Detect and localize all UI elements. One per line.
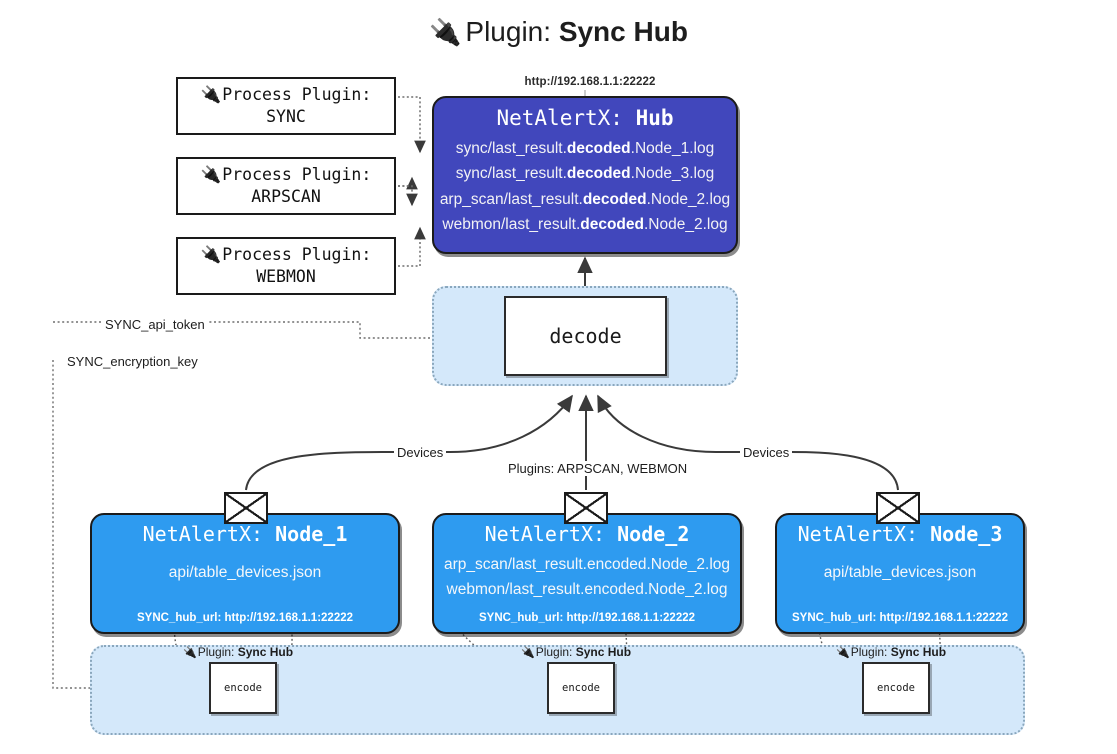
plug-icon: 🔌 [200,164,222,184]
plugins-label-center: Plugins: ARPSCAN, WEBMON [505,461,691,476]
plug-icon: 🔌 [521,647,535,659]
netalertx-node-1[interactable]: NetAlertX: Node_1 api/table_devices.json… [90,513,400,634]
encode-box-2[interactable]: encode [547,662,615,714]
node-line: arp_scan/last_result.encoded.Node_2.log [443,556,731,573]
node-name: Node_3 [930,522,1003,546]
page-title-name: Sync Hub [558,16,688,47]
node-line: webmon/last_result.encoded.Node_2.log [446,581,728,599]
node-hub-url: SYNC_hub_url: http://192.168.1.1:22222 [791,612,1009,624]
process-plugin-box-webmon[interactable]: 🔌Process Plugin: WEBMON [176,237,396,295]
node-hub-url: SYNC_hub_url: http://192.168.1.1:22222 [136,612,354,624]
process-plugin-box-arpscan[interactable]: 🔌Process Plugin: ARPSCAN [176,157,396,215]
envelope-icon [876,492,920,524]
process-plugin-name: ARPSCAN [251,187,321,206]
node-name: Node_1 [275,522,348,546]
hub-log-line: sync/last_result.decoded.Node_1.log [455,140,715,157]
node-body: arp_scan/last_result.encoded.Node_2.log … [434,552,740,602]
decode-box[interactable]: decode [504,296,667,376]
netalertx-node-2[interactable]: NetAlertX: Node_2 arp_scan/last_result.e… [432,513,742,634]
envelope-icon [564,492,608,524]
sync-encryption-key-label: SYNC_encryption_key [64,354,201,369]
node-body: api/table_devices.json [92,560,398,585]
page-title: 🔌Plugin: Sync Hub [0,16,1117,48]
plug-icon: 🔌 [200,84,222,104]
hub-header: NetAlertX: Hub [434,106,736,130]
process-plugin-label: Process Plugin: [222,244,372,264]
page-title-prefix: Plugin: [465,16,552,47]
hub-log-line: webmon/last_result.decoded.Node_2.log [442,216,728,234]
node-header: NetAlertX: Node_3 [797,522,1003,546]
node-line: api/table_devices.json [823,564,977,581]
plug-icon: 🔌 [836,647,850,659]
sync-api-token-label: SYNC_api_token [102,317,208,332]
encode-box-1[interactable]: encode [209,662,277,714]
encode-plugin-label-3: 🔌Plugin: Sync Hub [836,645,947,659]
node-header: NetAlertX: Node_1 [142,522,348,546]
process-plugin-name: SYNC [266,107,306,126]
process-plugin-name: WEBMON [256,267,316,286]
plug-icon: 🔌 [183,647,197,659]
node-line: api/table_devices.json [168,564,322,581]
encode-plugin-label-2: 🔌Plugin: Sync Hub [521,645,632,659]
hub-log-line: sync/last_result.decoded.Node_3.log [455,165,715,183]
hub-node[interactable]: NetAlertX: Hub sync/last_result.decoded.… [432,96,738,254]
node-hub-url: SYNC_hub_url: http://192.168.1.1:22222 [478,612,696,624]
netalertx-node-3[interactable]: NetAlertX: Node_3 api/table_devices.json… [775,513,1025,634]
devices-label-left: Devices [394,445,447,460]
hub-url-label: http://192.168.1.1:22222 [524,76,656,88]
process-plugin-label: Process Plugin: [222,84,372,104]
hub-name: Hub [635,106,674,130]
hub-prefix: NetAlertX: [496,106,623,130]
plug-icon: 🔌 [429,17,462,47]
process-plugin-label: Process Plugin: [222,164,372,184]
envelope-icon [224,492,268,524]
process-plugin-box-sync[interactable]: 🔌Process Plugin: SYNC [176,77,396,135]
node-header: NetAlertX: Node_2 [484,522,690,546]
encode-plugin-label-1: 🔌Plugin: Sync Hub [183,645,294,659]
hub-log-line: arp_scan/last_result.decoded.Node_2.log [439,190,731,208]
node-name: Node_2 [617,522,690,546]
node-body: api/table_devices.json [777,560,1023,585]
devices-label-right: Devices [740,445,793,460]
encode-box-3[interactable]: encode [862,662,930,714]
plug-icon: 🔌 [200,244,222,264]
